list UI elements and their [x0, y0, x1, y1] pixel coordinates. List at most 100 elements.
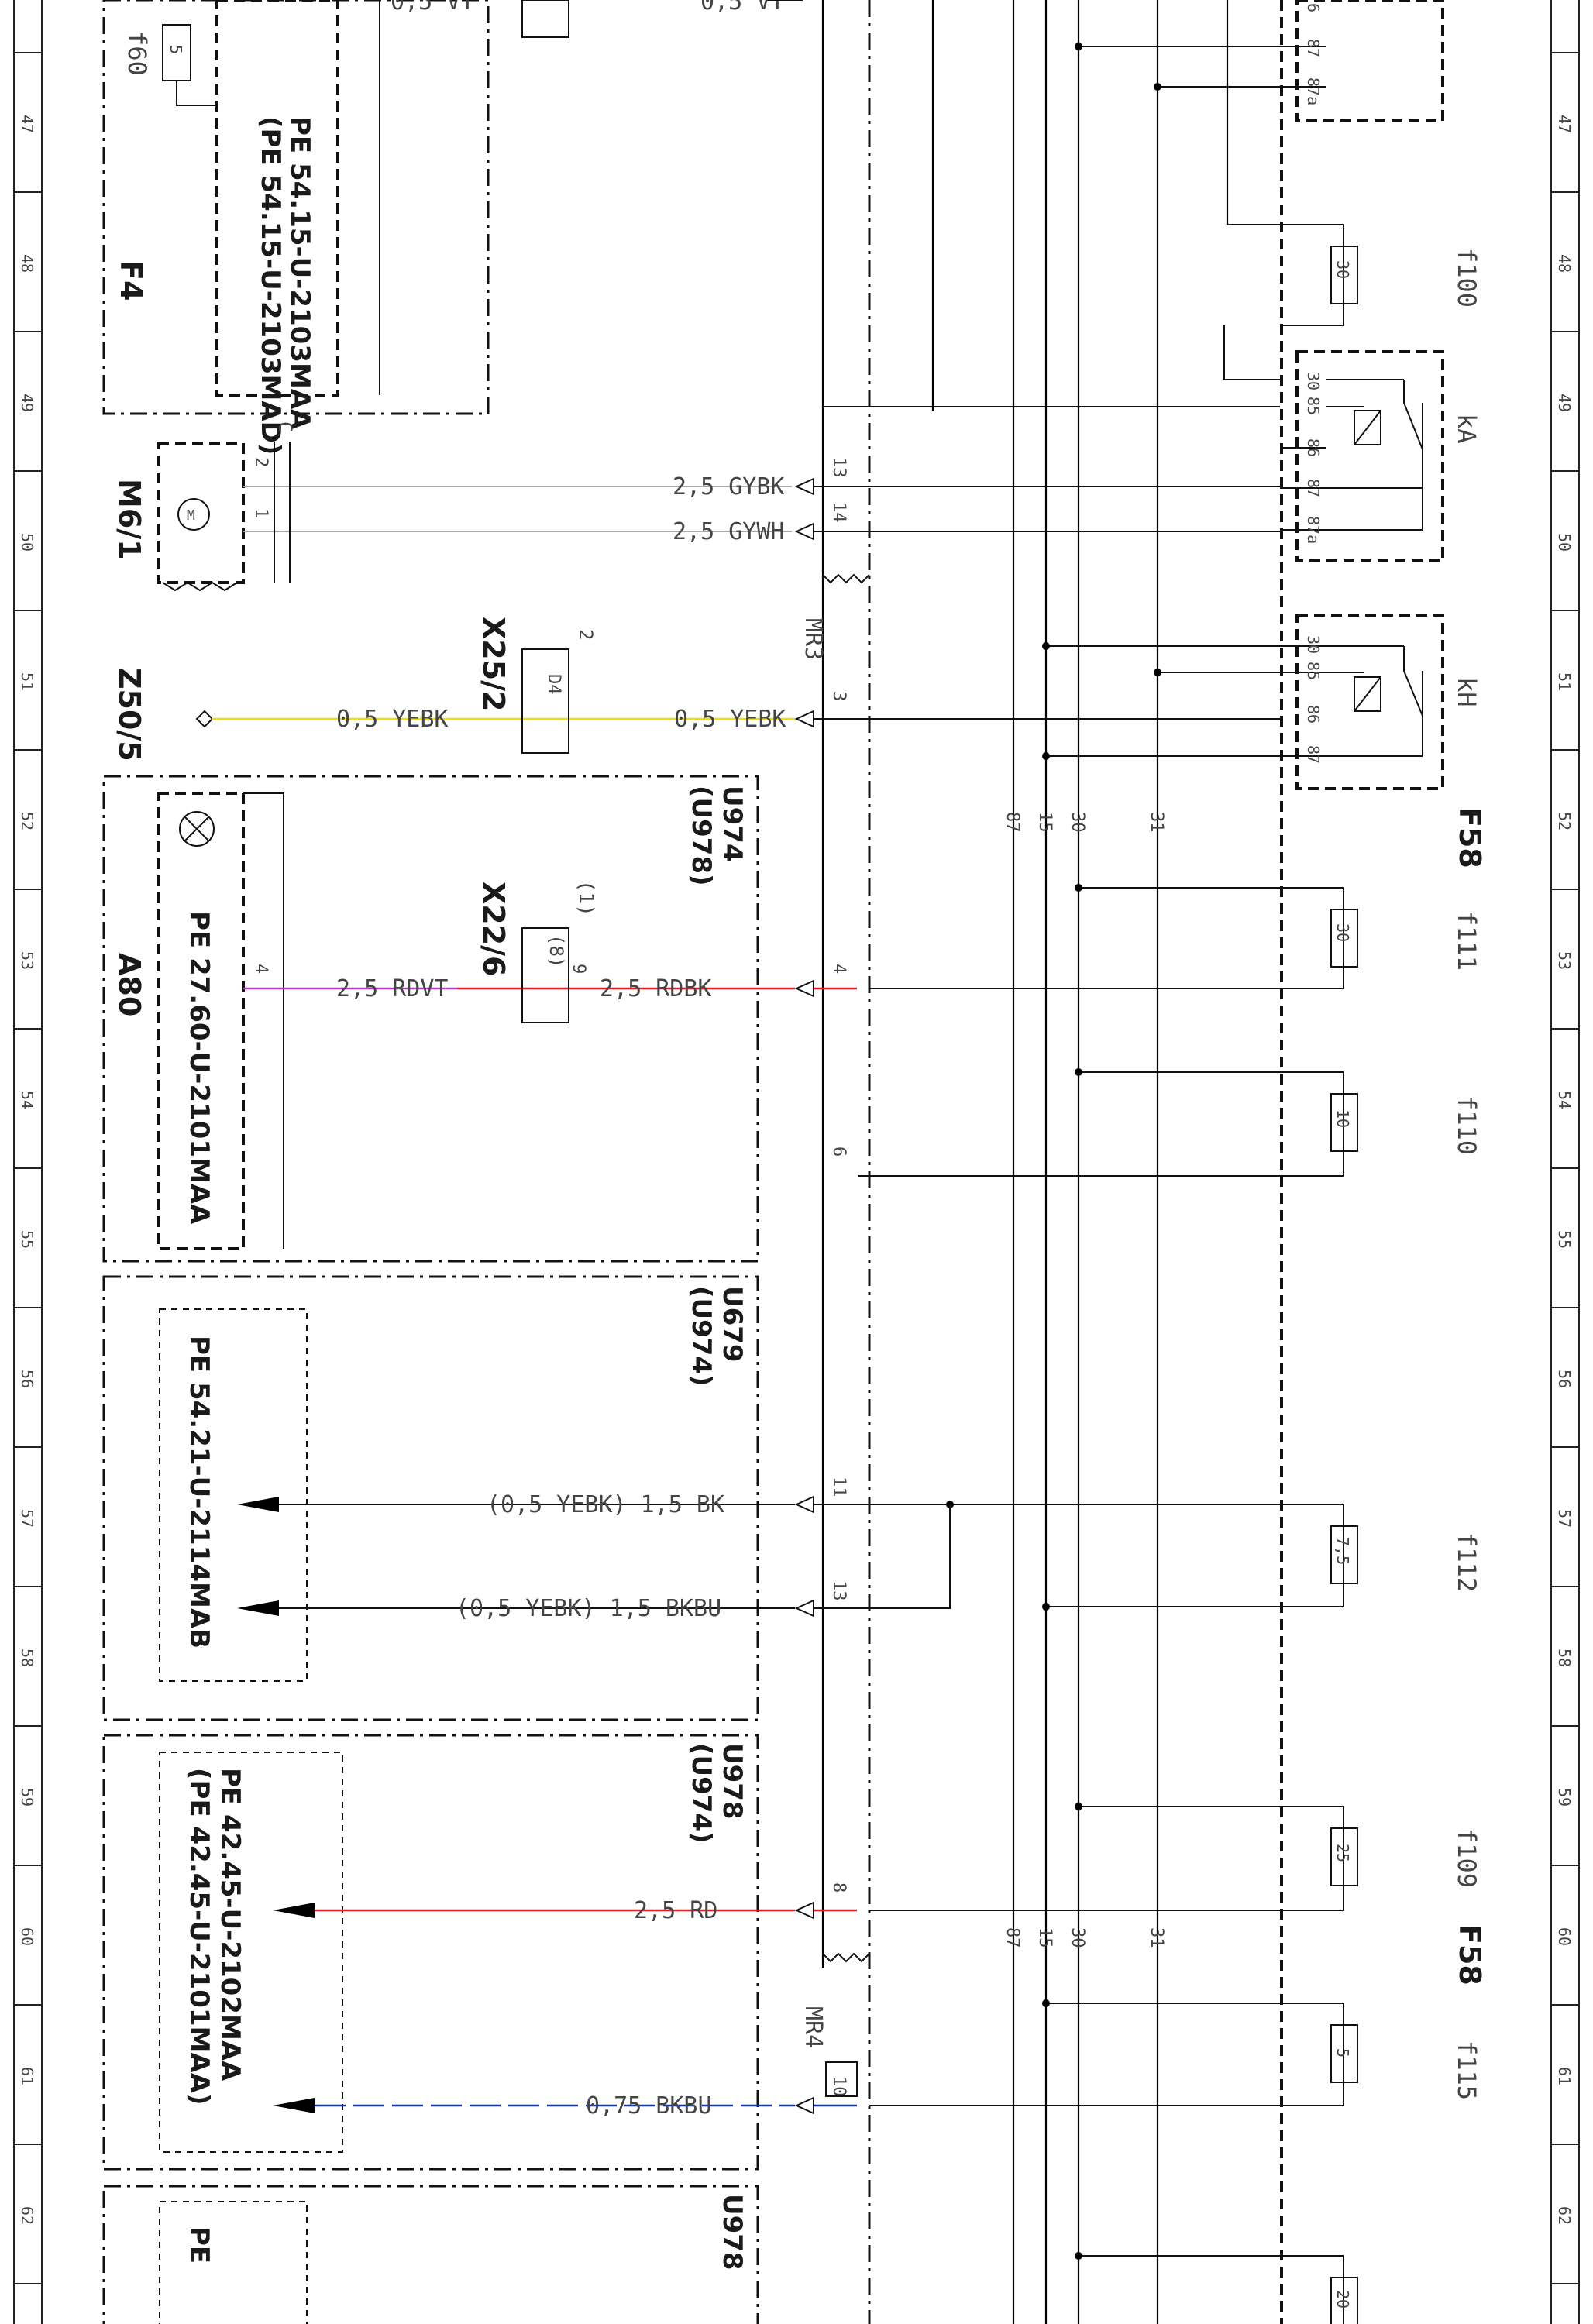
relay-top-pin-87: 87 — [1304, 39, 1323, 57]
mr-pin-13b: 13 — [829, 1580, 848, 1601]
relay-top-pin-6: 6 — [1304, 3, 1323, 12]
bus-30-label: 30 — [1068, 812, 1087, 833]
relay-ka-pin-86: 86 — [1304, 438, 1323, 457]
fuse-f111-rating: 30 — [1333, 923, 1352, 942]
mr-pin-11: 11 — [829, 1477, 848, 1497]
a80-ref: PE 27.60-U-2101MAA — [184, 911, 215, 1225]
ruler-row-label-right: 60 — [1555, 1927, 1574, 1946]
fuse-f110-rating: 10 — [1333, 1109, 1352, 1128]
ruler-row-label-left: 50 — [18, 533, 36, 552]
relay-kh-pin-30: 30 — [1304, 635, 1323, 654]
relay-region: 6 87 87a 30 f100 30 85 86 87 87a kA — [823, 0, 1487, 1985]
f4-top-wire: 0,5 VT — [391, 0, 474, 15]
u679-alt: (U974) — [686, 1286, 717, 1387]
ruler-row-label-right: 53 — [1555, 951, 1574, 970]
relay-kh-pin-86: 86 — [1304, 705, 1323, 724]
ruler-row-label-left: 55 — [18, 1230, 36, 1249]
fuse-f60-rating: 5 — [167, 45, 185, 54]
relay-ka-pin-87: 87 — [1304, 479, 1323, 497]
x25-inner: D4 — [544, 674, 563, 695]
f4-label: F4 — [114, 260, 148, 301]
x25-label: X25/2 — [477, 617, 511, 712]
ruler-row-label-left: 49 — [18, 394, 36, 412]
ruler-row-label-left: 47 — [18, 115, 36, 133]
ruler-row-label-left: 58 — [18, 1648, 36, 1667]
wire-rdbk-label: 2,5 RDBK — [600, 975, 712, 1002]
wire-rd-label: 2,5 RD — [634, 1897, 717, 1924]
ruler-row-label-left: 57 — [18, 1509, 36, 1528]
m6-label: M6/1 — [112, 479, 146, 560]
fuse-f115-id: f115 — [1452, 2040, 1481, 2100]
f4-ref-2: (PE 54.15-U-2103MAD) — [255, 116, 286, 455]
arrow-u679-b — [794, 1599, 814, 1618]
ruler-row-label-left: 56 — [18, 1370, 36, 1388]
ruler-row-label-left: 62 — [18, 2206, 36, 2225]
splice-icon — [195, 710, 214, 728]
ruler-row-label-left: 48 — [18, 254, 36, 273]
ruler-row-label-left: 59 — [18, 1788, 36, 1807]
lamp-icon — [179, 811, 215, 847]
mr3-label: MR3 — [800, 618, 827, 660]
ruler-row-label-right: 61 — [1555, 2067, 1574, 2085]
arrow-yebk — [794, 710, 814, 728]
relay-top-pin-87a: 87a — [1304, 77, 1323, 105]
fuse-f111-id: f111 — [1452, 911, 1481, 971]
fuse-f112-id: f112 — [1452, 1532, 1481, 1592]
relay-ka-pin-87a: 87a — [1304, 516, 1323, 544]
fuse-f112 — [1330, 1525, 1358, 1584]
u978-bottom-ref: PE — [184, 2226, 215, 2264]
ruler-row-label-right: 59 — [1555, 1788, 1574, 1807]
x22-label: X22/6 — [477, 882, 511, 977]
wire-gybk-label: 2,5 GYBK — [673, 473, 785, 500]
mr4-label: MR4 — [800, 2006, 827, 2048]
ruler-row-label-left: 51 — [18, 672, 36, 691]
ruler-row-label-left: 54 — [18, 1091, 36, 1109]
fuse-block-label: F58 — [1453, 807, 1487, 868]
ruler-row-label-right: 48 — [1555, 254, 1574, 273]
x22-pin-b: (8) — [545, 934, 567, 968]
mr4-pin-box — [825, 2061, 858, 2097]
wire-gywh-label: 2,5 GYWH — [673, 518, 785, 545]
ruler-row-label-right: 54 — [1555, 1091, 1574, 1109]
mr-pin-3: 3 — [829, 691, 848, 701]
fuse-f111 — [1330, 909, 1358, 968]
fuse-f109-id: f109 — [1452, 1828, 1481, 1888]
motor-symbol: M — [187, 507, 195, 524]
ruler-row-label-right: 57 — [1555, 1509, 1574, 1528]
m6-pin-c: C — [274, 421, 296, 432]
arrow-bkbu-in — [273, 2098, 315, 2113]
mr-pin-4: 4 — [829, 964, 848, 974]
ruler-row-label-left: 52 — [18, 812, 36, 830]
fuse-f110-id: f110 — [1452, 1095, 1481, 1155]
m6-pin-1: 1 — [251, 508, 270, 518]
arrow-rdbk — [794, 979, 814, 998]
u978-alt: (U974) — [686, 1743, 717, 1844]
left-components: 5 f60 F4 PE 54.15-U-2103MAA (PE 54.15-U-… — [102, 0, 1282, 2324]
a80-label: A80 — [112, 953, 146, 1016]
ruler-row-label-right: 58 — [1555, 1648, 1574, 1667]
arrow-gywh — [794, 522, 814, 541]
bus-31-label-2: 31 — [1147, 1927, 1166, 1948]
ruler-row-label-right: 52 — [1555, 812, 1574, 830]
wire-u679-b-label: (0,5 YEBK) 1,5 BKBU — [456, 1595, 721, 1622]
u978-label: U978 — [717, 1743, 748, 1820]
bus-30-label-2: 30 — [1068, 1927, 1087, 1948]
fuse-f115-rating: 5 — [1333, 2048, 1352, 2058]
fuse-f112-rating: 7,5 — [1333, 1537, 1352, 1565]
bus-87-label: 87 — [1003, 812, 1022, 833]
m6-pin-2: 2 — [251, 457, 270, 467]
fuse-block-label-repeat: F58 — [1453, 1924, 1487, 1985]
fuse-bottom — [1330, 2277, 1358, 2324]
wire-u679-a-label: (0,5 YEBK) 1,5 BK — [487, 1491, 724, 1518]
arrow-gybk — [794, 477, 814, 496]
ruler-row-label-left: 60 — [18, 1927, 36, 1946]
wire-yebk-left-label: 0,5 YEBK — [336, 706, 449, 733]
wire-bkbu-label: 0,75 BKBU — [586, 2092, 712, 2119]
motor-icon — [177, 498, 210, 531]
ruler-row-label-right: 56 — [1555, 1370, 1574, 1388]
arrow-u679-a — [794, 1495, 814, 1514]
bus-15-label-2: 15 — [1035, 1927, 1055, 1948]
ruler-row-label-right: 55 — [1555, 1230, 1574, 1249]
mr-pin-8: 8 — [829, 1882, 848, 1893]
